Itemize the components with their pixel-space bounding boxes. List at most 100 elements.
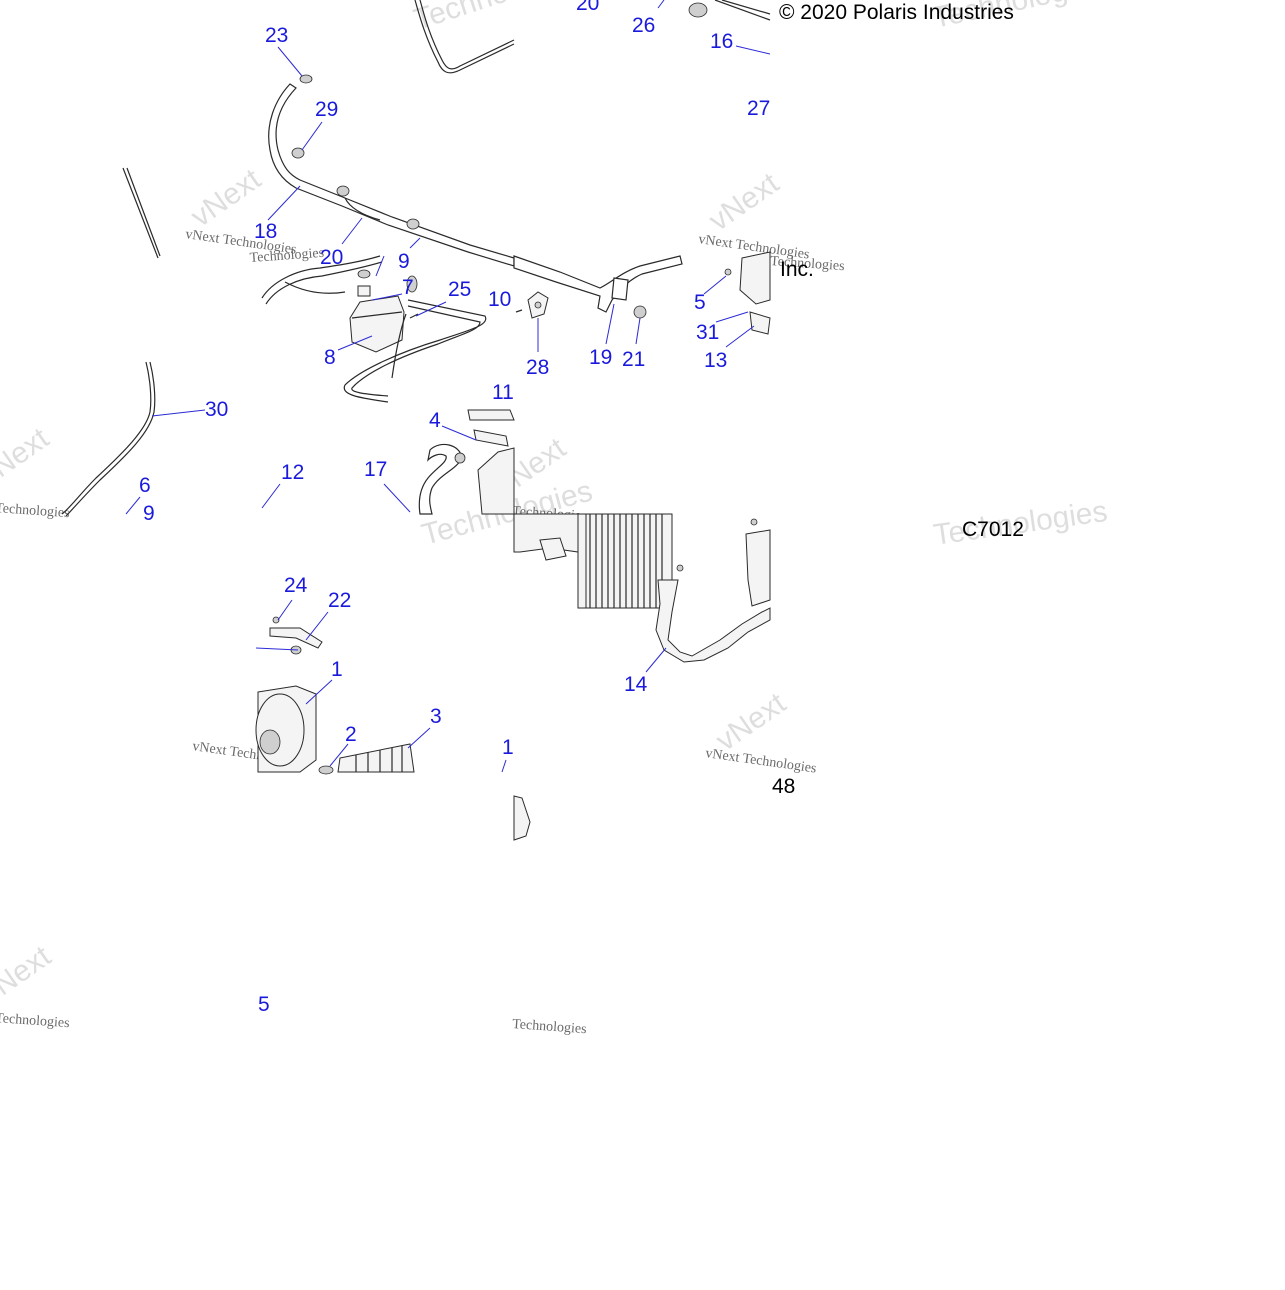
callout-label: 27 [747, 97, 770, 120]
hose-clamp [688, 2, 708, 18]
bolt [515, 309, 523, 313]
rod-line [126, 167, 161, 257]
hose-clamp [406, 218, 420, 230]
rubber-mount [749, 311, 771, 335]
watermark-big: vNext [0, 421, 55, 492]
hose-clamp [336, 185, 350, 197]
callout-label: 17 [364, 458, 387, 481]
watermark-signature: Technologies [770, 254, 845, 274]
hose-clamp [633, 305, 647, 319]
copyright-suffix: Inc. [780, 258, 814, 281]
reservoir-cap [357, 285, 371, 297]
rod-line [122, 167, 159, 259]
callout-label: 10 [488, 288, 511, 311]
bolt-head [750, 518, 758, 526]
callout-label: 26 [632, 14, 655, 37]
watermark-big: vNext [703, 166, 785, 237]
fan-hub [259, 729, 281, 755]
watermark-big: vNext [0, 939, 57, 1010]
callout-label: 5 [258, 993, 270, 1016]
fan-bracket [269, 627, 323, 649]
bolt-head [272, 616, 280, 624]
bracket-clip [473, 429, 509, 447]
callouts: 23 29 18 20 9 7 25 10 8 28 19 21 5 31 13… [139, 0, 770, 1016]
callout-label: 20 [320, 246, 343, 269]
callout-label: 13 [704, 349, 727, 372]
reservoir-nipple [406, 275, 418, 293]
callout-label: 7 [402, 276, 414, 299]
callout-label: 4 [429, 409, 441, 432]
callout-label: 18 [254, 220, 277, 243]
hose-loop [414, 0, 515, 74]
fan-shroud-part [477, 447, 515, 515]
callout-label: 11 [492, 381, 514, 404]
watermark-signature: Technologies [0, 1011, 70, 1031]
callout-label: 16 [710, 30, 733, 53]
callout-label: 24 [284, 574, 308, 597]
bolt-head [724, 268, 732, 276]
watermark-signature: Technologies [512, 1017, 587, 1037]
coolant-reservoir [349, 295, 405, 353]
callout-label: 22 [328, 589, 351, 612]
callout-label: 20 [576, 0, 599, 15]
cable-line [61, 361, 152, 515]
radiator-mount [539, 537, 567, 561]
callout-label: 31 [696, 321, 719, 344]
radiator-mount [739, 251, 771, 305]
radiator-core [577, 513, 673, 609]
fan-blades [255, 693, 305, 767]
callout-label: 5 [694, 291, 706, 314]
callout-label: 9 [398, 250, 410, 273]
callout-label: 3 [430, 705, 442, 728]
callout-label: 1 [502, 736, 514, 759]
coolant-hose [513, 255, 683, 313]
hose-upper [714, 0, 771, 21]
bolt [409, 313, 419, 319]
rubber-grommet [318, 765, 334, 775]
watermark-signature: Technologies [0, 501, 70, 521]
diagram-code: C7012 [962, 518, 1024, 541]
callout-label: 9 [143, 502, 155, 525]
bolt-head [676, 564, 684, 572]
watermark-big: vNext [710, 686, 792, 757]
page-number: 48 [772, 775, 795, 798]
overflow-line [265, 261, 383, 305]
callout-label: 19 [589, 346, 612, 369]
hose-loop [419, 0, 515, 70]
radiator-fins [355, 746, 403, 772]
watermark-signature: Technologies [249, 246, 324, 266]
header-text: © 2020 Polaris Industries Inc. C7012 48 [772, 1, 1024, 798]
overflow-line [284, 281, 346, 294]
radiator-hose [418, 443, 463, 515]
callout-label: 25 [448, 278, 471, 301]
vent-hose [351, 305, 481, 397]
hose-clamp [454, 452, 466, 464]
copyright-text: © 2020 Polaris Industries [779, 1, 1014, 24]
callout-label: 2 [345, 723, 357, 746]
callout-label: 8 [324, 346, 336, 369]
bracket-fragment [513, 795, 531, 841]
hose-clamp [299, 74, 313, 84]
radiator-tank [577, 513, 587, 609]
callout-label: 28 [526, 356, 549, 379]
callout-label: 21 [622, 348, 645, 371]
reservoir-edge [351, 311, 403, 319]
callout-label: 14 [624, 673, 648, 696]
cap-seal [357, 269, 371, 279]
line-art [61, 0, 771, 841]
hose-clamp [291, 147, 305, 159]
callout-label: 6 [139, 474, 151, 497]
watermark-big: Technologies [410, 0, 587, 37]
cable-line [65, 361, 156, 517]
hose-fitting [611, 277, 629, 301]
callout-label: 23 [265, 24, 288, 47]
tile-masks [0, 0, 258, 258]
callout-label: 30 [205, 398, 228, 421]
callout-label: 12 [281, 461, 304, 484]
hose-line [344, 197, 381, 221]
hose-upper [721, 0, 771, 15]
callout-label: 1 [331, 658, 343, 681]
overflow-line [261, 255, 381, 299]
watermark-signature: vNext Technologies [704, 746, 817, 776]
